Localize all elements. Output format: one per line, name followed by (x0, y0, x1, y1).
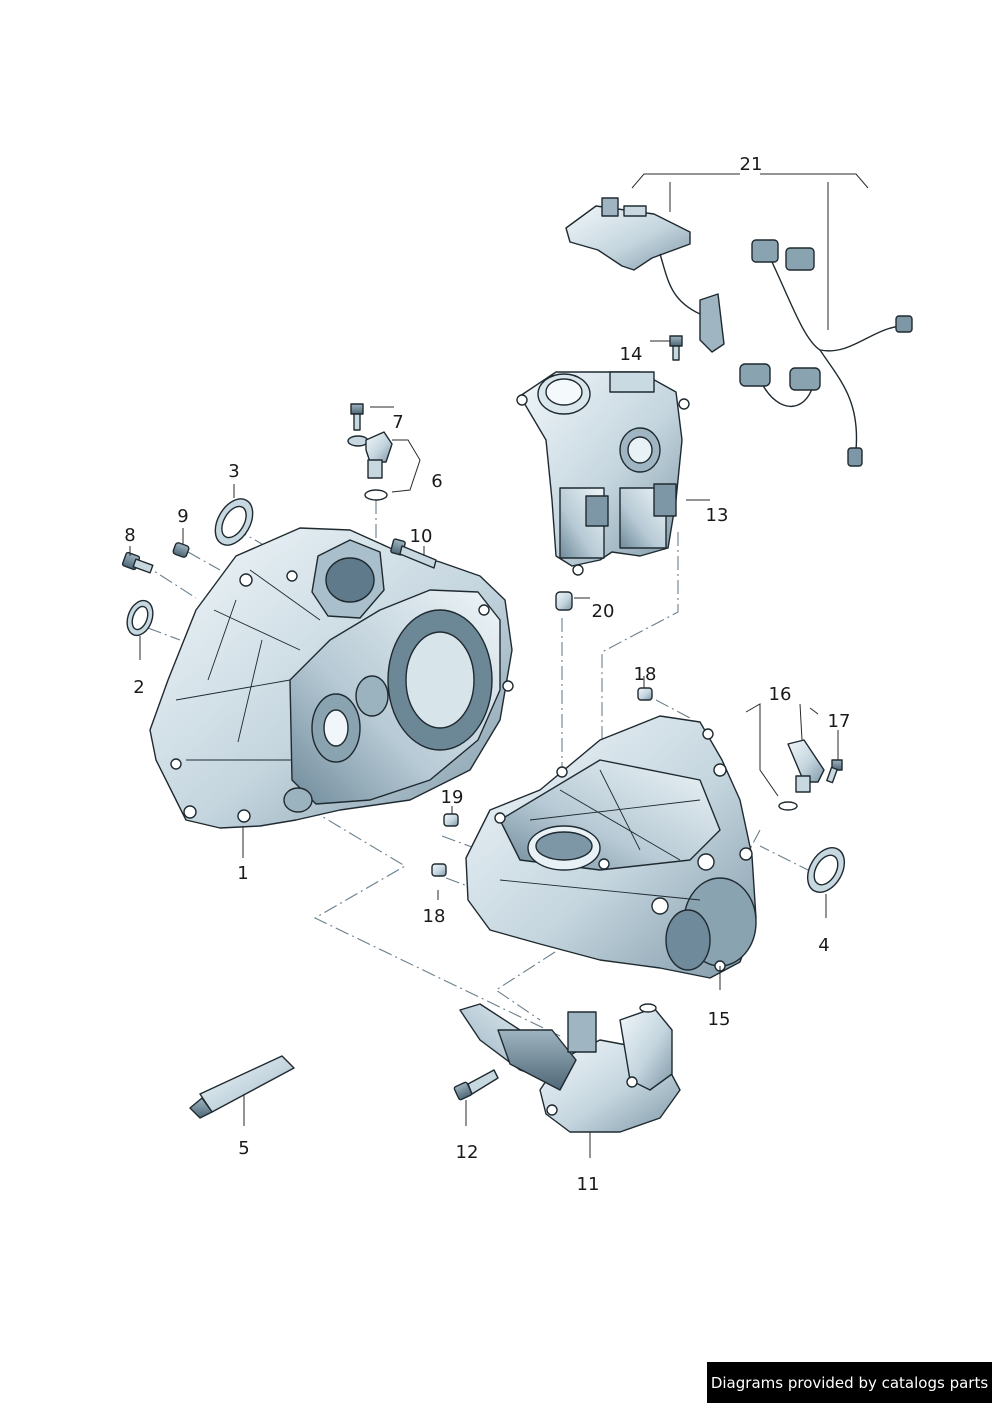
callout-13: 13 (706, 505, 729, 526)
callout-2: 2 (133, 677, 144, 698)
sealant-tube-part-5 (189, 1055, 295, 1119)
callout-4: 4 (818, 935, 829, 956)
callout-8: 8 (124, 525, 135, 546)
plug-part-9 (172, 542, 190, 558)
watermark-banner: Diagrams provided by catalogs parts (707, 1362, 992, 1403)
gearbox-housing-part-15 (465, 715, 757, 979)
switch-part-16-17 (778, 739, 843, 811)
shift-actuator-part-11 (459, 1003, 681, 1133)
callout-numbers: 1 2 3 4 5 6 7 8 9 10 11 12 13 14 15 16 1… (124, 154, 850, 1195)
harness-part-21 (565, 197, 913, 467)
callout-leaders (129, 173, 869, 1158)
callout-15: 15 (708, 1009, 731, 1030)
callout-9: 9 (177, 506, 188, 527)
callout-17: 17 (828, 711, 851, 732)
bolt-part-14 (669, 335, 683, 361)
callout-20: 20 (592, 601, 615, 622)
plug-part-19 (443, 813, 459, 827)
callout-19: 19 (441, 787, 464, 808)
seal-part-2 (126, 599, 154, 637)
callout-6: 6 (431, 471, 442, 492)
seal-part-3 (214, 498, 254, 546)
callout-14: 14 (620, 344, 643, 365)
callout-21: 21 (740, 154, 763, 175)
actuator-unit-part-13 (516, 371, 690, 576)
plug-part-18-bottom (431, 863, 447, 877)
callout-18-bottom: 18 (423, 906, 446, 927)
callout-1: 1 (237, 863, 248, 884)
callout-10: 10 (410, 526, 433, 547)
bolt-part-10 (390, 538, 437, 569)
callout-3: 3 (228, 461, 239, 482)
sleeve-part-20 (555, 591, 573, 611)
plug-part-18-top (637, 687, 653, 701)
bell-housing-part (149, 527, 514, 829)
sensor-part-6-7 (347, 403, 393, 501)
callout-18-top: 18 (634, 664, 657, 685)
bolt-part-12 (453, 1069, 499, 1101)
bolt-part-8 (121, 551, 154, 574)
callout-11: 11 (577, 1174, 600, 1195)
callout-12: 12 (456, 1142, 479, 1163)
callout-7: 7 (392, 412, 403, 433)
callout-16: 16 (769, 684, 792, 705)
callout-5: 5 (238, 1138, 249, 1159)
watermark-text: Diagrams provided by catalogs parts (710, 1373, 989, 1392)
seal-part-4 (806, 847, 846, 893)
